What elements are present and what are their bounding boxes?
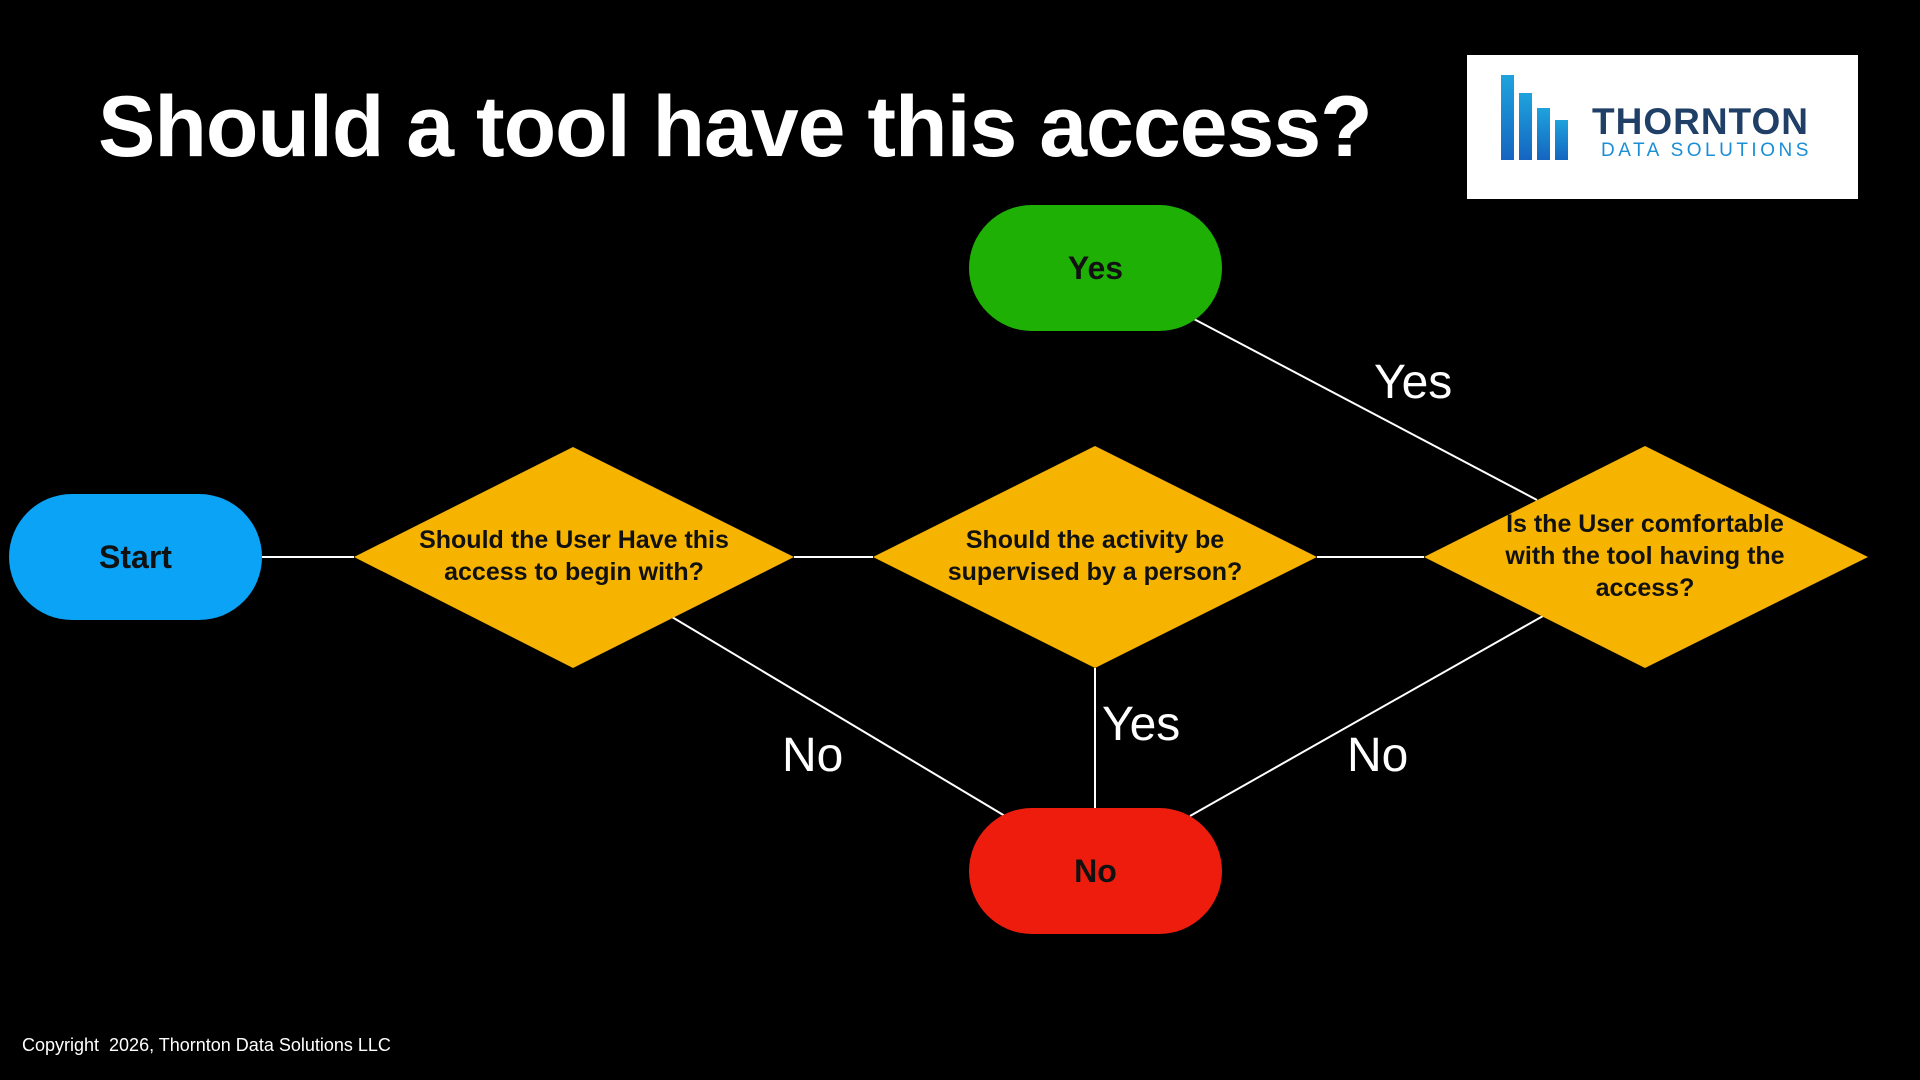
thornton-logo: THORNTON DATA SOLUTIONS: [1467, 55, 1858, 199]
no-terminal: [969, 808, 1222, 934]
yes-label: Yes: [1067, 249, 1124, 286]
page-title: Should a tool have this access?: [98, 79, 1373, 175]
copyright-notice: Copyright 2026, Thornton Data Solutions …: [22, 1035, 391, 1055]
decision-q2: [873, 446, 1317, 668]
edge-label-q3-no: No: [1347, 729, 1409, 782]
edge-q1-no: [671, 616, 1006, 817]
edge-label-q2-yes: Yes: [1102, 698, 1181, 751]
connectors: [262, 317, 1544, 817]
logo-subtitle: DATA SOLUTIONS: [1601, 140, 1812, 161]
decision-q3: [1424, 446, 1868, 668]
yes-terminal: [969, 205, 1222, 331]
q1-label: Should the User Have this access to begi…: [419, 526, 729, 586]
decision-q1: [354, 447, 794, 668]
bar-chart-logo-icon: [1501, 75, 1568, 160]
edge-q3-no: [1189, 615, 1544, 817]
no-label: No: [1074, 852, 1117, 889]
logo-name: THORNTON: [1592, 101, 1809, 142]
edge-label-q1-no: No: [782, 729, 844, 782]
edge-label-q3-yes: Yes: [1374, 356, 1453, 409]
q2-label: Should the activity be supervised by a p…: [947, 526, 1243, 586]
start-terminal: [9, 494, 262, 620]
q3-label: Is the User comfortable with the tool ha…: [1505, 510, 1785, 602]
start-label: Start: [99, 538, 172, 575]
edge-q3-yes: [1191, 317, 1538, 501]
